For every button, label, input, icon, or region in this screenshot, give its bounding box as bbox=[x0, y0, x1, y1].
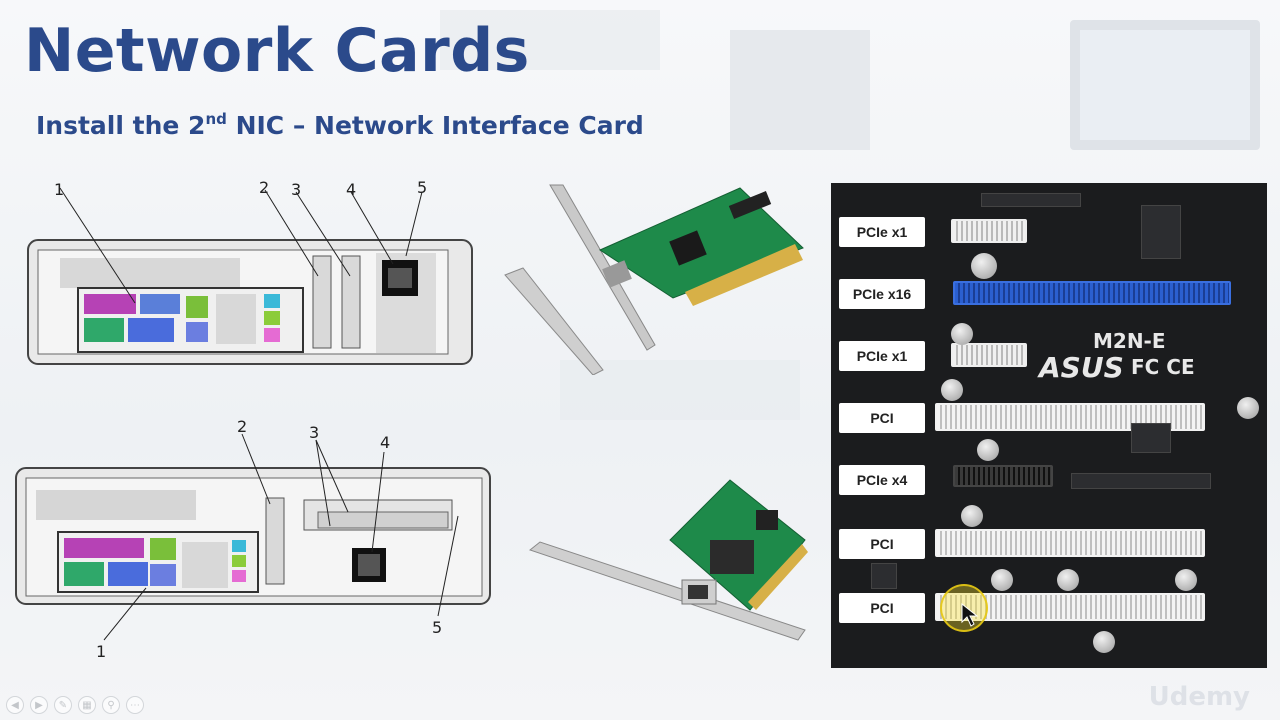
motherboard-image: PCIe x1 PCIe x16 PCIe x1 PCI PCIe x4 PCI… bbox=[831, 183, 1267, 668]
capacitor bbox=[1175, 569, 1197, 591]
slot-label-pci: PCI bbox=[839, 403, 925, 433]
board-brand-logo: ASUS bbox=[1039, 351, 1124, 384]
watermark: Udemy bbox=[1148, 682, 1250, 712]
pci-slot bbox=[935, 403, 1205, 431]
chipset-connector bbox=[1141, 205, 1181, 259]
callout-label: 5 bbox=[432, 618, 443, 637]
pcie-x4-slot bbox=[953, 465, 1053, 487]
certification-marks: FC CE bbox=[1131, 355, 1195, 379]
page-subtitle: Install the 2nd NIC – Network Interface … bbox=[36, 110, 644, 140]
slot-label-pcie-x4: PCIe x4 bbox=[839, 465, 925, 495]
callout-label: 1 bbox=[54, 180, 65, 199]
subtitle-suffix: NIC – Network Interface Card bbox=[226, 111, 644, 140]
zoom-icon[interactable]: ⚲ bbox=[102, 696, 120, 714]
slot-label-pci: PCI bbox=[839, 529, 925, 559]
previous-icon[interactable]: ◀ bbox=[6, 696, 24, 714]
pcie-x16-slot bbox=[953, 281, 1231, 305]
subtitle-sup: nd bbox=[205, 110, 227, 128]
board-model-text: M2N-E bbox=[1093, 329, 1166, 353]
pcie-nic-image bbox=[520, 470, 810, 650]
callout-label: 4 bbox=[380, 433, 391, 452]
slim-desktop-back-panel-figure: 2 3 4 5 1 bbox=[12, 417, 496, 670]
pcie-x1-slot bbox=[951, 219, 1027, 243]
capacitor bbox=[1093, 631, 1115, 653]
bg-server bbox=[730, 30, 870, 150]
slot-label-pcie-x1: PCIe x1 bbox=[839, 217, 925, 247]
capacitor bbox=[971, 253, 997, 279]
desktop-back-panel-figure: 1 2 3 4 5 bbox=[20, 178, 480, 378]
capacitor bbox=[1057, 569, 1079, 591]
callout-label: 2 bbox=[237, 417, 248, 436]
header-connector bbox=[1071, 473, 1211, 489]
next-icon[interactable]: ▶ bbox=[30, 696, 48, 714]
pci-slot bbox=[935, 529, 1205, 557]
callout-label: 2 bbox=[259, 178, 270, 197]
capacitor bbox=[941, 379, 963, 401]
callout-label: 3 bbox=[309, 423, 320, 442]
pcie-x1-slot bbox=[951, 343, 1027, 367]
capacitor bbox=[977, 439, 999, 461]
pci-nic-drawing bbox=[504, 184, 804, 376]
slides-icon[interactable]: ▦ bbox=[78, 696, 96, 714]
capacitor bbox=[1237, 397, 1259, 419]
bg-monitor bbox=[1070, 20, 1260, 150]
chip bbox=[1131, 423, 1171, 453]
pcie-nic-drawing bbox=[528, 479, 808, 641]
page-title: Network Cards bbox=[24, 16, 530, 86]
more-icon[interactable]: ⋯ bbox=[126, 696, 144, 714]
slot-label-pci: PCI bbox=[839, 593, 925, 623]
chip bbox=[871, 563, 897, 589]
presentation-controls: ◀ ▶ ✎ ▦ ⚲ ⋯ bbox=[6, 696, 144, 714]
slot-label-pcie-x16: PCIe x16 bbox=[839, 279, 925, 309]
pen-icon[interactable]: ✎ bbox=[54, 696, 72, 714]
slim-desktop-back-panel-drawing bbox=[15, 433, 491, 641]
cursor-arrow-icon bbox=[961, 602, 979, 627]
capacitor bbox=[991, 569, 1013, 591]
bg-shape bbox=[440, 10, 660, 70]
capacitor bbox=[951, 323, 973, 345]
header-connector bbox=[981, 193, 1081, 207]
callout-label: 4 bbox=[346, 180, 357, 199]
slot-label-pcie-x1: PCIe x1 bbox=[839, 341, 925, 371]
subtitle-prefix: Install the 2 bbox=[36, 111, 206, 140]
callout-label: 3 bbox=[291, 180, 302, 199]
desktop-back-panel-drawing bbox=[27, 187, 473, 365]
callout-label: 1 bbox=[96, 642, 107, 661]
capacitor bbox=[961, 505, 983, 527]
callout-label: 5 bbox=[417, 178, 428, 197]
pci-nic-image bbox=[495, 180, 810, 376]
